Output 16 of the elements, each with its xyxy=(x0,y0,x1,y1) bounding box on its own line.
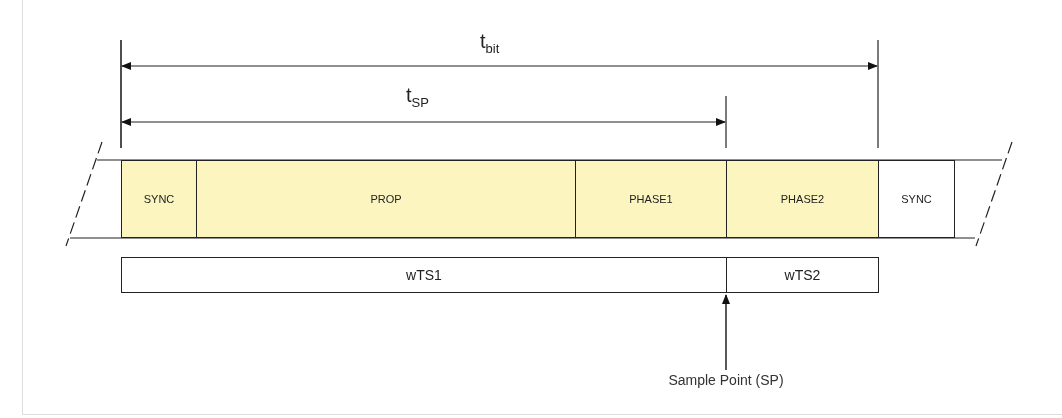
segment-box xyxy=(196,160,576,238)
segment-box xyxy=(878,160,955,238)
segment-box xyxy=(726,257,879,293)
segment-box xyxy=(726,160,879,238)
segment-label: wTS1 xyxy=(406,267,442,283)
sample-point-label: Sample Point (SP) xyxy=(640,372,812,388)
segment-label: PHASE2 xyxy=(780,193,825,205)
arrow xyxy=(722,294,730,371)
segment-box xyxy=(575,160,727,238)
segment-label: PROP xyxy=(370,193,402,205)
segment-label: wTS2 xyxy=(784,267,821,283)
segment-box xyxy=(121,257,727,293)
segment-label: PHASE1 xyxy=(629,193,673,205)
segment-box xyxy=(121,160,197,238)
segment-label: SYNC xyxy=(901,193,932,205)
segment-label: SYNC xyxy=(143,193,175,205)
